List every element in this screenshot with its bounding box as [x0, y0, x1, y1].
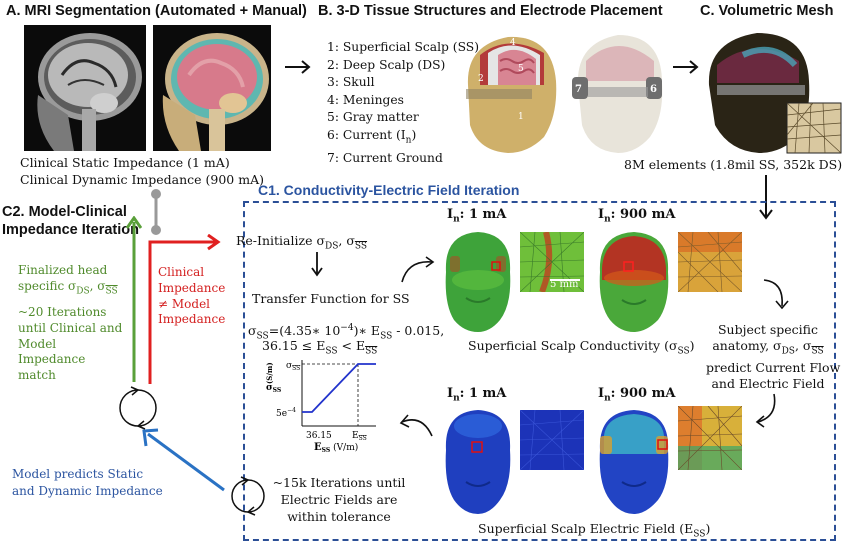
iteration-loop-icon-c2 — [119, 386, 157, 430]
panel-a-title: A. MRI Segmentation (Automated + Manual) — [6, 3, 307, 19]
conductivity-caption: Superficial Scalp Conductivity (σSS) — [468, 338, 695, 357]
mri-sagittal-image — [24, 25, 146, 151]
panel-c-title: C. Volumetric Mesh — [700, 3, 834, 19]
clinical-neq-model-text: Clinical Impedance ≠ Model Impedance — [158, 265, 226, 327]
formula-line-1: σSS=(4.35∗ 10−4)∗ ESS - 0.015, — [248, 323, 445, 342]
efield-head-1ma — [440, 406, 516, 516]
iterations-15k-text: ~15k Iterations until Electric Fields ar… — [272, 475, 406, 524]
green-up-arrow — [126, 216, 142, 382]
transfer-function-plot: σSS 5e−4 σSS (S/m) 36.15 ESS ESS(V/m) — [265, 360, 376, 452]
legend-item-1: 1: Superficial Scalp (SS) — [327, 40, 480, 54]
plot-x-axis-label: ESS(V/m) — [314, 442, 358, 452]
iteration-loop-icon-15k — [231, 476, 265, 516]
head-label-2: 2 — [478, 74, 484, 84]
model-predicts-text: Model predicts Static and Dynamic Impeda… — [12, 467, 163, 498]
conductivity-head-900ma — [594, 228, 674, 334]
plot-y-low-label: 5e−4 — [276, 407, 296, 419]
legend-item-2: 2: Deep Scalp (DS) — [327, 57, 446, 72]
efield-zoom-1ma — [520, 410, 584, 470]
subject-specific-text: Subject specific anatomy, σDS, σSS predi… — [706, 322, 841, 391]
clinical-dynamic-impedance: Clinical Dynamic Impedance (900 mA) — [20, 172, 264, 187]
head-label-5: 5 — [518, 64, 524, 74]
conductivity-zoom-1ma: 5 mm — [520, 232, 584, 292]
arrow-reinit-down — [311, 252, 323, 277]
tissue-head-image: 2 4 5 1 — [448, 25, 564, 155]
reinitialize-text: Re-Initialize σDS, σSS — [236, 233, 368, 252]
conductivity-zoom-900ma — [678, 232, 742, 292]
c2-title: C2. Model-Clinical Impedance Iteration — [2, 204, 139, 238]
scale-bar-label: 5 mm — [550, 279, 579, 290]
arrow-c-down — [759, 175, 773, 220]
head-label-6: 6 — [650, 84, 657, 95]
legend-item-3: 3: Skull — [327, 75, 375, 90]
electrode-head-image: 7 6 — [566, 25, 670, 155]
plot-y-axis-label: σSS — [266, 383, 281, 394]
volumetric-mesh-image — [703, 25, 843, 155]
current-label-900ma-bottom: In: 900 mA — [598, 386, 676, 404]
arrow-transfer-to-heads — [401, 256, 435, 283]
transfer-function-text: Transfer Function for SS — [252, 291, 410, 306]
plot-x-right-label: ESS — [352, 431, 367, 442]
clinical-static-impedance: Clinical Static Impedance (1 mA) — [20, 155, 230, 170]
conductivity-head-1ma — [440, 228, 516, 334]
tissue-legend: 1: Superficial Scalp (SS) 2: Deep Scalp … — [327, 39, 479, 168]
head-label-1: 1 — [518, 112, 524, 122]
plot-x-left-label: 36.15 — [306, 431, 332, 441]
arrow-subject-to-efield — [755, 393, 776, 428]
head-label-7: 7 — [575, 84, 582, 95]
arrow-b-to-c — [673, 60, 699, 74]
arrow-efield-to-plot — [399, 414, 433, 437]
arrow-conductivity-to-subject — [763, 279, 789, 310]
blue-arrow — [142, 428, 225, 492]
grey-connector — [151, 189, 161, 235]
efield-caption: Superficial Scalp Electric Field (ESS) — [478, 521, 711, 540]
efield-head-900ma — [594, 406, 674, 516]
panel-b-title: B. 3-D Tissue Structures and Electrode P… — [318, 3, 663, 19]
plot-y-top-label: σSS — [286, 361, 300, 372]
efield-zoom-900ma — [678, 406, 742, 470]
legend-item-7: 7: Current Ground — [327, 151, 443, 166]
iterations-20-text: ~20 Iterations until Clinical and Model … — [18, 305, 123, 383]
red-arrow — [148, 234, 221, 384]
legend-item-6: 6: Current (In) — [327, 127, 417, 146]
current-label-1ma-top: In: 1 mA — [447, 207, 507, 225]
mesh-elements-text: 8M elements (1.8mil SS, 352k DS) — [624, 157, 843, 172]
head-label-4: 4 — [510, 38, 516, 48]
finalized-head-text: Finalized head specific σDS, σSS — [18, 263, 118, 297]
legend-item-5: 5: Gray matter — [327, 110, 419, 125]
plot-y-axis-unit: (S/m) — [265, 362, 274, 384]
current-label-1ma-bottom: In: 1 mA — [447, 386, 507, 404]
arrow-a-to-b — [285, 60, 311, 74]
legend-item-4: 4: Meninges — [327, 92, 404, 107]
formula-line-2: 36.15 ≤ ESS < ESS — [262, 338, 378, 357]
current-label-900ma-top: In: 900 mA — [598, 207, 676, 225]
transfer-function-line — [302, 363, 376, 413]
c1-title: C1. Conductivity-Electric Field Iteratio… — [258, 182, 520, 198]
mri-segmentation-image — [153, 25, 271, 151]
c1-dashed-box — [243, 201, 836, 541]
